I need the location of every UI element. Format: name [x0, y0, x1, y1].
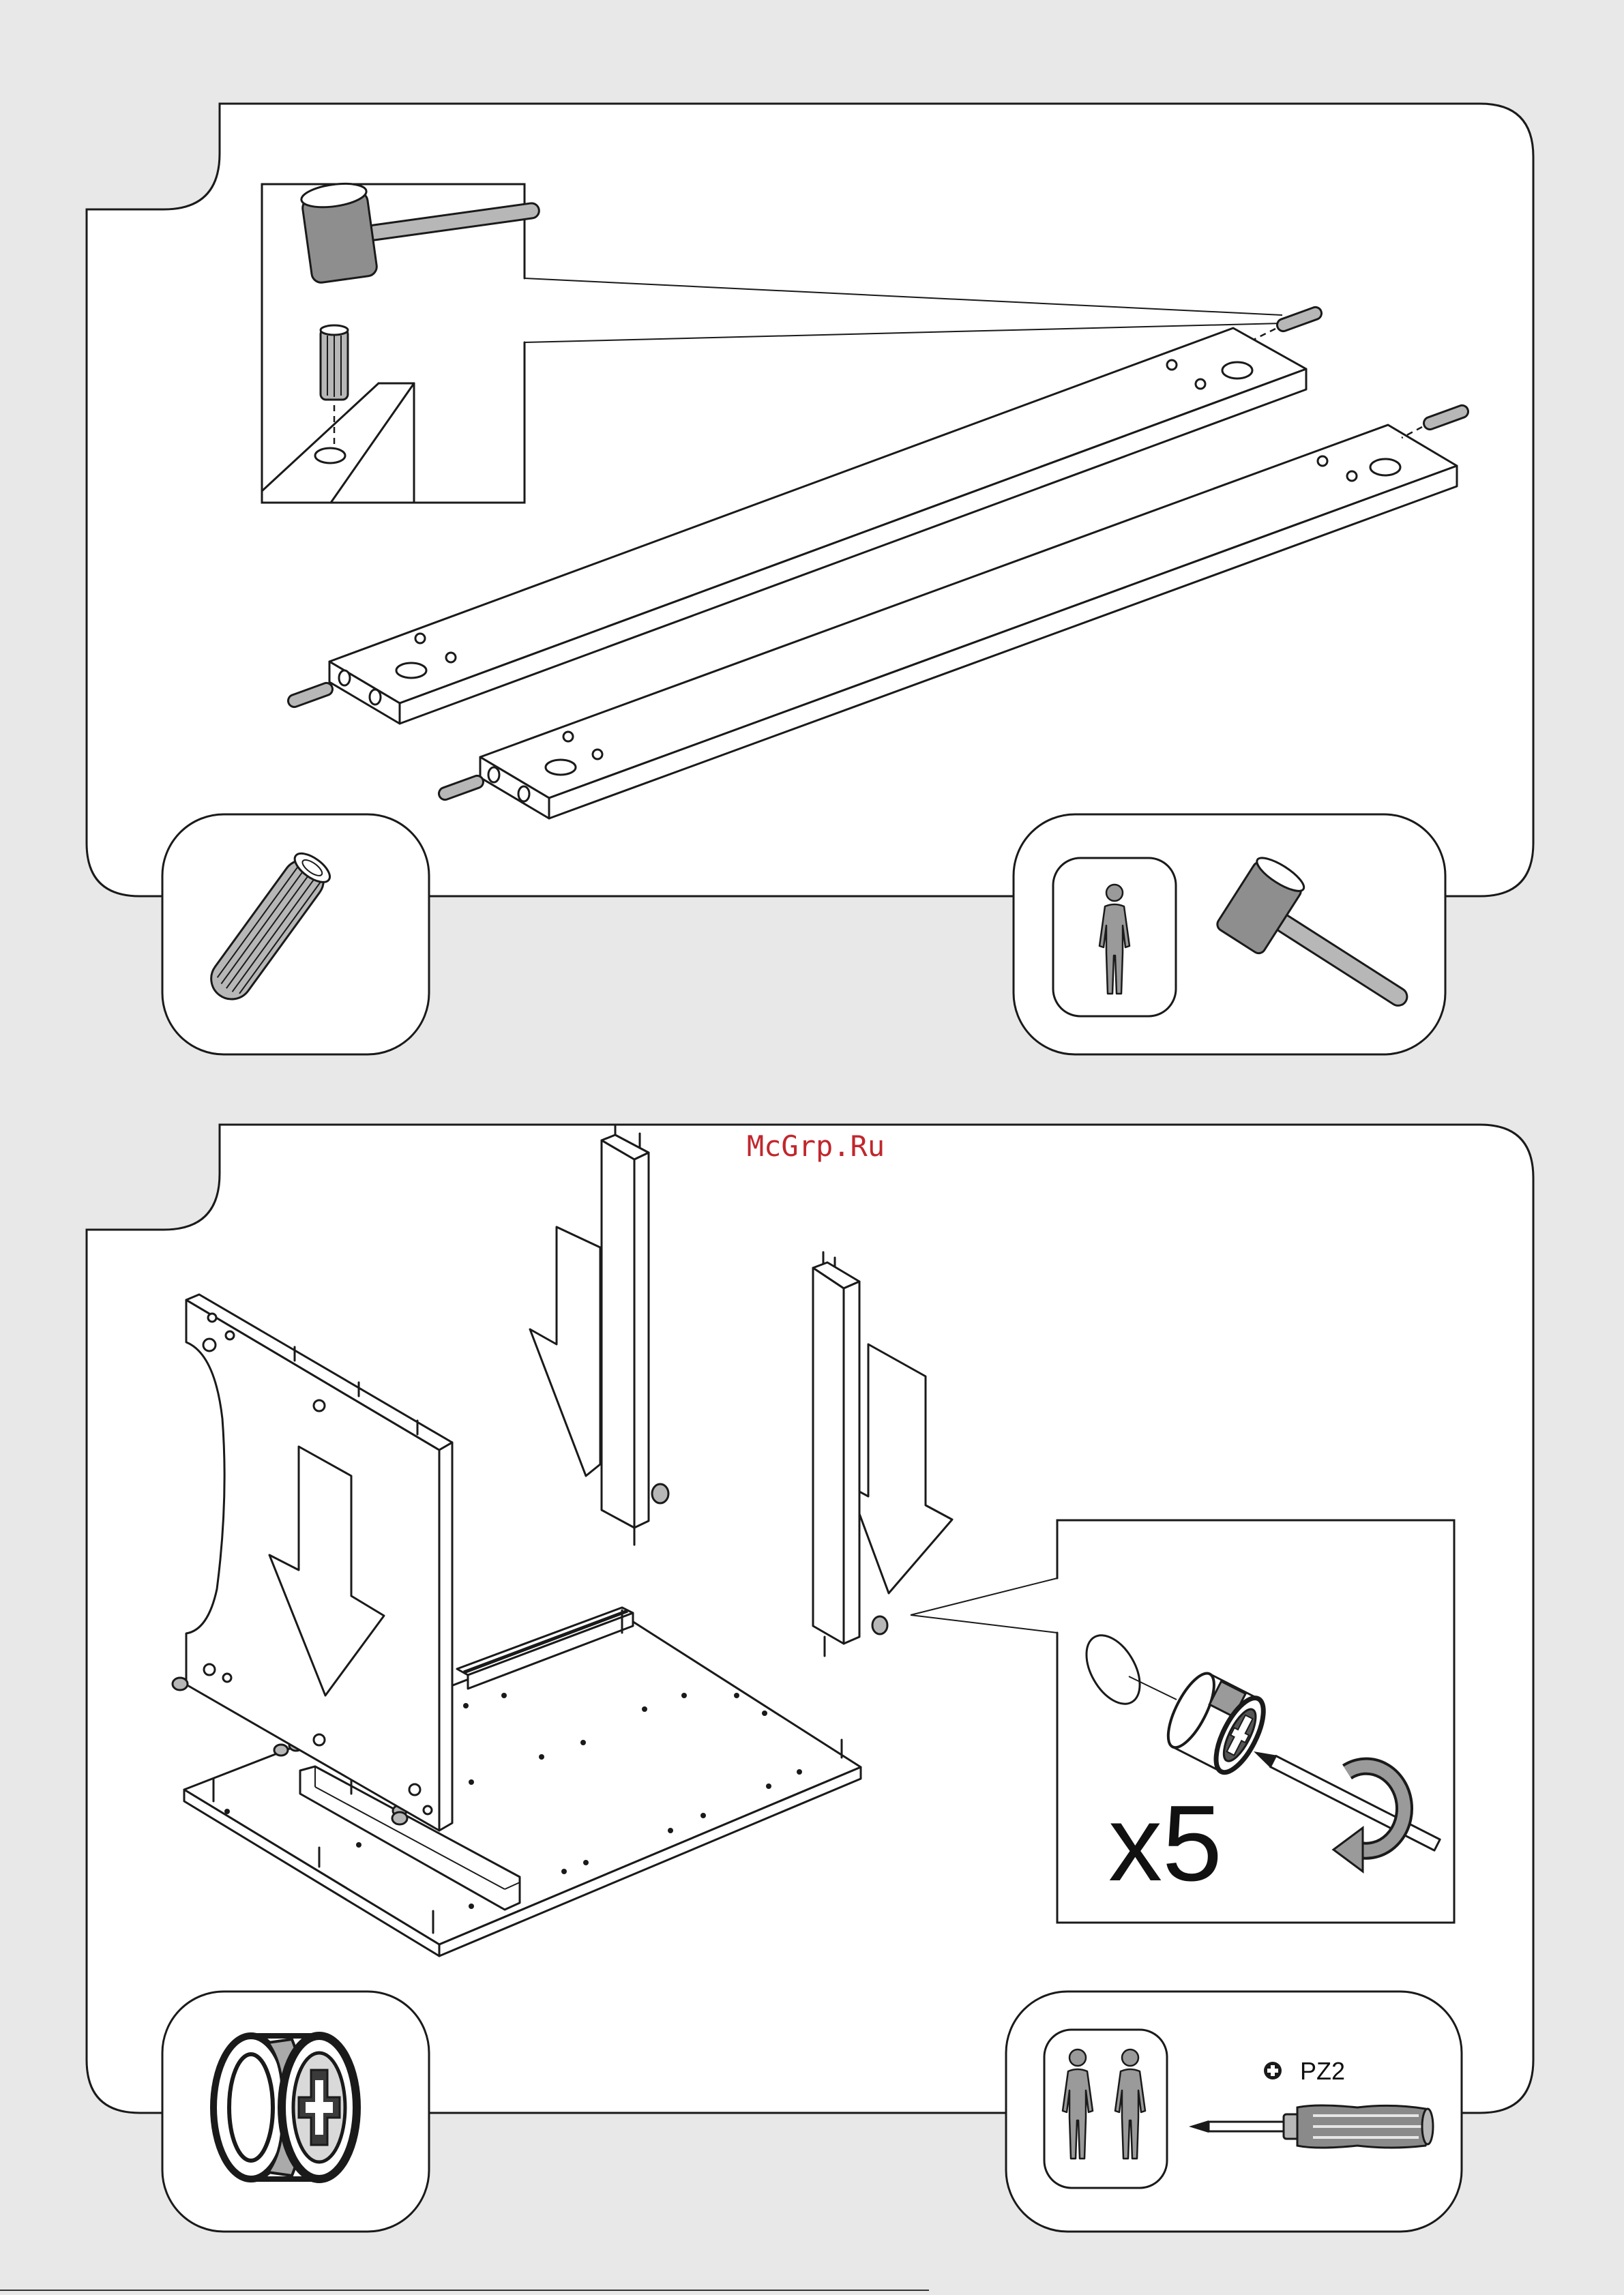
step-2-tools-box: PZ2: [1006, 1992, 1462, 2232]
step-1-part-box: [162, 814, 429, 1054]
step-2-panel: McGrp.Ru: [87, 1125, 1533, 2113]
step-2-part-box: [162, 1992, 429, 2232]
phillips-plus-icon: [1264, 2062, 1282, 2079]
cam-fitting: [173, 1678, 188, 1690]
watermark-text: McGrp.Ru: [747, 1129, 885, 1163]
cam-fitting: [392, 1812, 407, 1824]
quantity-label: x5: [1108, 1783, 1222, 1904]
cam-lock-icon: [213, 2036, 357, 2179]
dowel-hole: [315, 448, 345, 463]
step-1-tools-box: [1014, 814, 1445, 1054]
step-1-panel: [87, 104, 1533, 896]
screwdriver-type-label: PZ2: [1300, 2057, 1345, 2085]
